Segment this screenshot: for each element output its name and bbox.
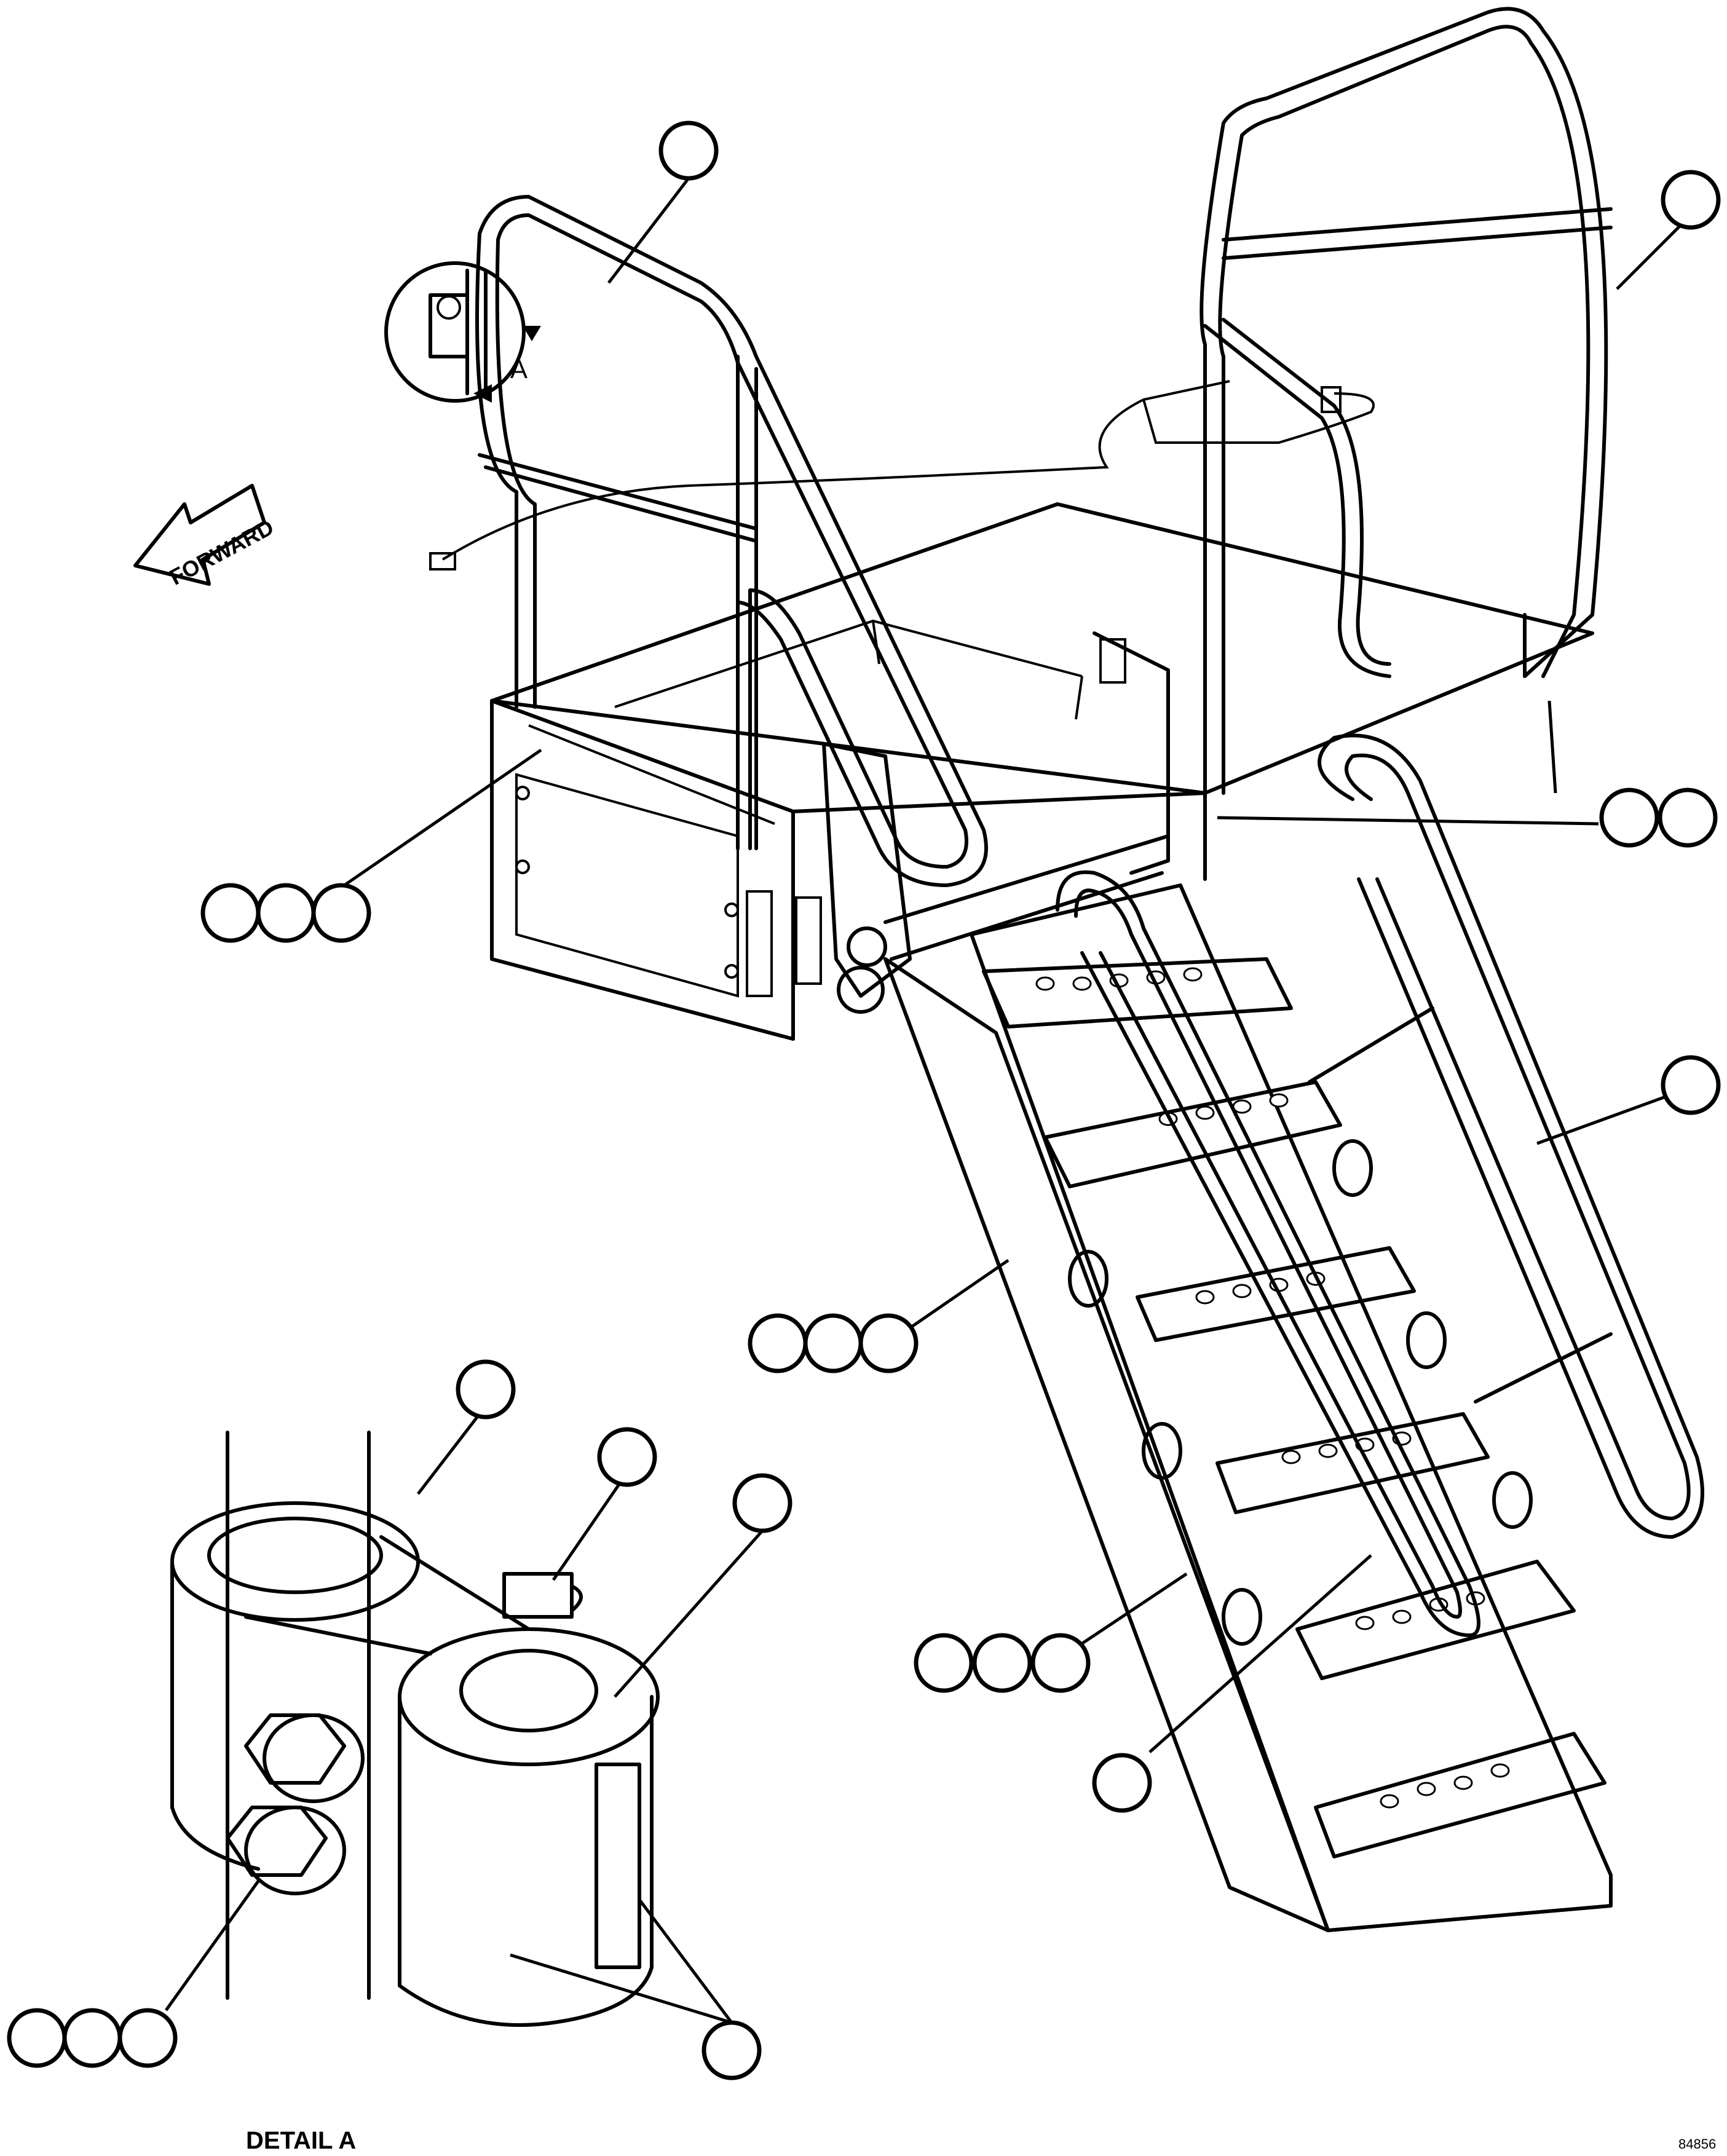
detail-marker-label: A <box>510 355 528 384</box>
forward-arrow: FORWARD <box>133 484 278 590</box>
balloon-detail-hardware-a <box>7 2008 67 2068</box>
balloon-ladder-hardware-upper-b <box>803 1313 863 1373</box>
hinge-bracket <box>822 631 1170 1014</box>
balloon-left-hardware-b <box>256 883 316 943</box>
balloon-right-hardware-b <box>1658 788 1718 848</box>
balloon-clamp-right <box>732 1473 792 1533</box>
balloon-ladder-hardware-lower-b <box>972 1633 1032 1693</box>
balloon-platform-right-rail <box>1661 170 1721 230</box>
drawing-code: 84856 <box>1678 2136 1716 2152</box>
balloon-clamp-bolt <box>597 1427 657 1487</box>
platform-left-handrail <box>475 195 988 887</box>
balloon-detail-hardware-c <box>117 2008 178 2068</box>
detail-a-callout: A <box>384 261 541 403</box>
balloon-ladder-hardware-upper-c <box>858 1313 919 1373</box>
balloon-clamp-body <box>701 2020 762 2080</box>
platform-box <box>490 502 1594 1041</box>
balloon-ladder-hardware-lower-c <box>1030 1633 1091 1693</box>
detail-a-clamp <box>170 1431 660 2027</box>
balloon-right-hardware-a <box>1599 788 1659 848</box>
ladder-outer-handrail <box>1308 733 1704 1539</box>
cable-harness <box>429 380 1375 571</box>
balloon-ladder-hardware-lower-a <box>914 1633 974 1693</box>
ladder-inner-handrail <box>1056 870 1480 1637</box>
balloon-ladder-hardware-upper-a <box>748 1313 808 1373</box>
ladder <box>883 883 1613 1932</box>
balloon-left-hardware-c <box>311 883 371 943</box>
balloons <box>7 120 1721 2080</box>
balloon-platform-left-rail <box>658 120 719 181</box>
platform-right-handrail <box>1199 7 1613 795</box>
leader-lines <box>164 177 1698 2024</box>
balloon-clamp-left <box>456 1359 516 1420</box>
forward-label: FORWARD <box>165 514 278 590</box>
balloon-ladder-rail <box>1661 1055 1721 1115</box>
detail-caption: DETAIL A <box>246 2127 356 2154</box>
balloon-detail-hardware-b <box>62 2008 122 2068</box>
balloon-ladder-inner-rail <box>1092 1753 1152 1813</box>
balloon-left-hardware-a <box>200 883 261 943</box>
